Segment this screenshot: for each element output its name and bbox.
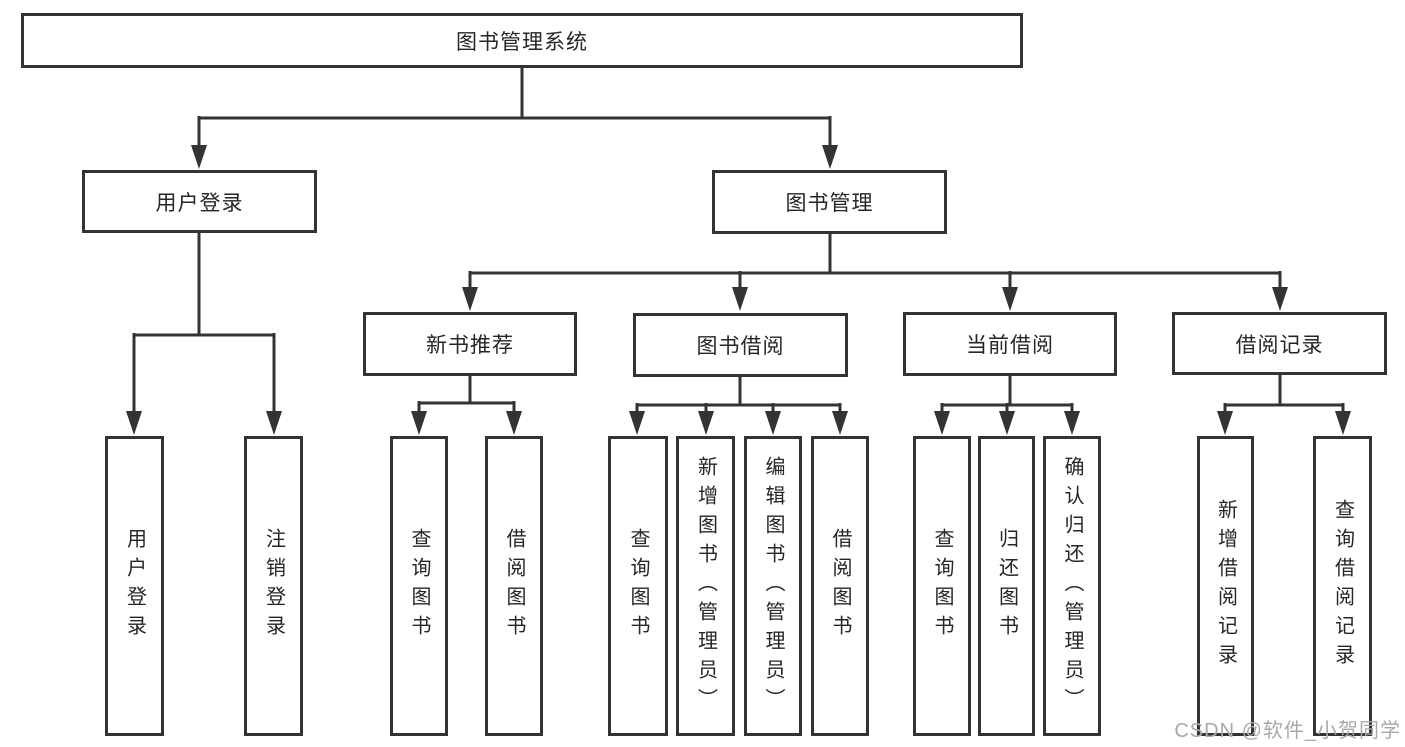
leaf-user-login: 用户登录 [105,436,164,736]
leaf-add-book-admin: 新增图书（管理员） [676,436,735,736]
leaf-confirm-return-admin-label: 确认归还（管理员） [1061,455,1083,717]
leaf-user-login-label: 用户登录 [123,528,146,644]
arrowheads-level1 [191,145,838,169]
leaf-query-books-current: 查询图书 [913,436,971,736]
connector-current-borrow [940,375,1074,413]
leaf-query-borrow-record: 查询借阅记录 [1313,436,1372,736]
leaf-add-borrow-record-label: 新增借阅记录 [1214,499,1237,673]
leaf-edit-book-admin-label: 编辑图书（管理员） [762,455,784,717]
node-root: 图书管理系统 [21,13,1023,68]
leaf-borrow-books-borrow-label: 借阅图书 [829,528,851,644]
connector-borrow-records [1223,374,1345,413]
node-new-books: 新书推荐 [363,312,577,376]
node-borrow-records-label: 借阅记录 [1235,333,1324,357]
leaf-borrow-books-newbooks-label: 借阅图书 [503,528,525,644]
connector-book-borrow [635,376,842,413]
node-book-borrow: 图书借阅 [633,313,848,377]
leaf-borrow-books-borrow: 借阅图书 [811,436,869,736]
leaf-add-book-admin-label: 新增图书（管理员） [694,455,717,717]
node-user-login: 用户登录 [82,170,317,233]
leaf-query-books-current-label: 查询图书 [931,528,953,644]
leaf-confirm-return-admin: 确认归还（管理员） [1043,436,1101,736]
node-current-borrow-label: 当前借阅 [966,334,1054,357]
node-book-borrow-label: 图书借阅 [696,335,785,358]
leaf-query-books-newbooks: 查询图书 [390,436,448,736]
arrowheads-user-login [126,411,282,435]
leaf-logout: 注销登录 [244,436,303,736]
node-book-mgmt-label: 图书管理 [785,192,874,215]
leaf-return-book-label: 归还图书 [995,528,1018,644]
connector-book-mgmt [468,233,1282,289]
node-new-books-label: 新书推荐 [426,334,514,357]
leaf-borrow-books-newbooks: 借阅图书 [485,436,543,736]
csdn-watermark: CSDN @软件_小贺同学 [1174,720,1401,742]
connector-user-login [132,232,276,413]
leaf-edit-book-admin: 编辑图书（管理员） [744,436,802,736]
node-borrow-records: 借阅记录 [1172,312,1387,375]
arrowheads-level2 [462,287,1288,311]
node-user-login-label: 用户登录 [155,191,244,215]
leaf-query-books-borrow-label: 查询图书 [627,528,649,644]
leaf-add-borrow-record: 新增借阅记录 [1197,436,1254,736]
node-current-borrow: 当前借阅 [903,312,1117,376]
connector-root-to-level1 [197,67,832,147]
leaf-return-book: 归还图书 [978,436,1035,736]
leaf-query-books-borrow: 查询图书 [608,436,668,736]
leaf-logout-label: 注销登录 [262,528,285,644]
connector-new-books [417,375,516,413]
arrowheads-leaves [411,411,1351,435]
node-book-mgmt: 图书管理 [712,170,947,234]
leaf-query-borrow-record-label: 查询借阅记录 [1331,499,1354,673]
node-root-label: 图书管理系统 [456,30,588,54]
leaf-query-books-newbooks-label: 查询图书 [408,528,430,644]
